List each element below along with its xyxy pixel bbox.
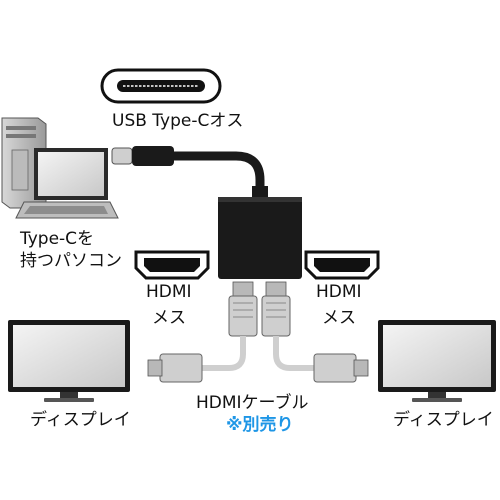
hdmi-left-label-line2: メス (152, 308, 186, 328)
usb-c-plug-icon (111, 146, 268, 201)
hdmi-port-right-icon (304, 250, 380, 280)
hdmi-right-label-line2: メス (322, 308, 356, 328)
adapter-body (218, 197, 302, 279)
hdmi-port-left-icon (134, 250, 210, 280)
sold-separately-note: ※別売り (226, 415, 294, 435)
pc-label-line2: 持つパソコン (20, 251, 122, 271)
pc-label-line1: Type-Cを (20, 229, 95, 249)
display-right-label: ディスプレイ (393, 410, 494, 430)
hdmi-cable-label: HDMIケーブル (196, 393, 309, 413)
display-right-icon (378, 320, 496, 402)
usb-c-male-label: USB Type-Cオス (112, 111, 244, 131)
hdmi-right-label-line1: HDMI (316, 282, 362, 302)
laptop-icon (15, 148, 119, 219)
hdmi-cable-left-icon (147, 281, 258, 383)
hdmi-left-label-line1: HDMI (146, 282, 192, 302)
display-left-icon (8, 320, 130, 402)
hdmi-cable-right-icon (261, 281, 369, 383)
usb-c-port-icon (100, 68, 222, 104)
display-left-label: ディスプレイ (30, 410, 131, 430)
